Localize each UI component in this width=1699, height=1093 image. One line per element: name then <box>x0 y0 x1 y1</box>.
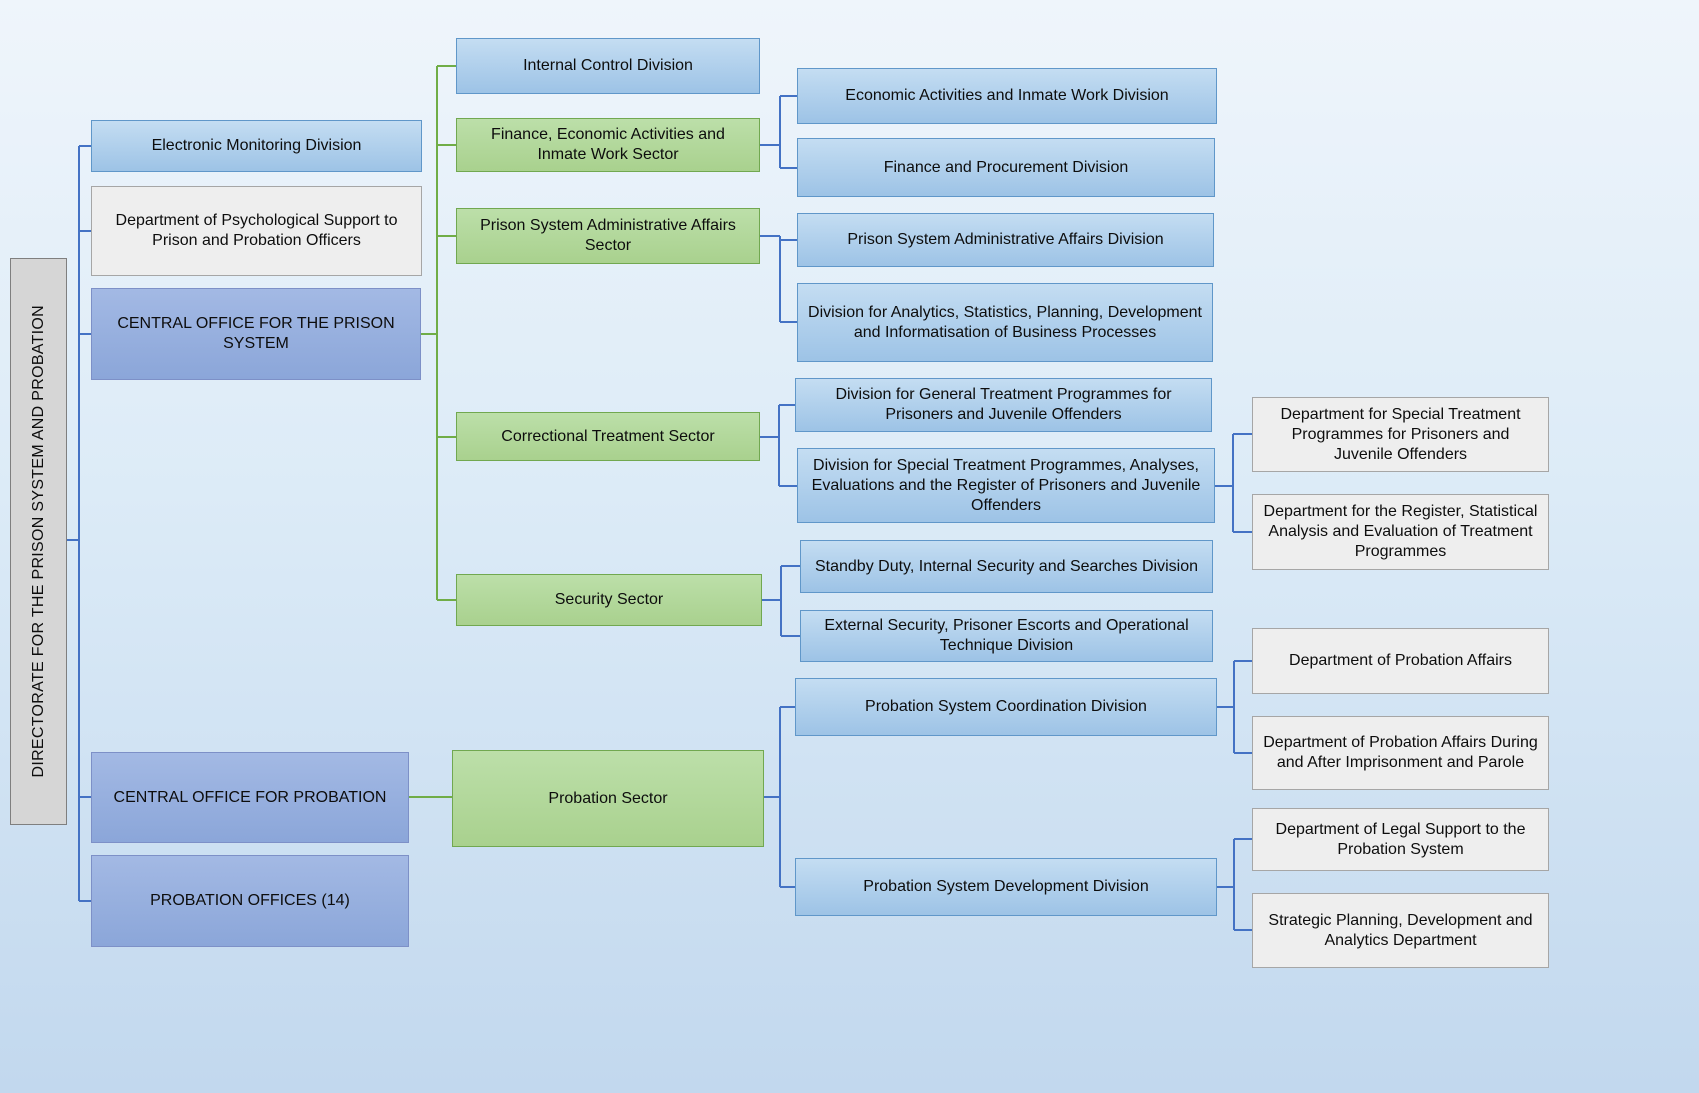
node-finance-procurement-division: Finance and Procurement Division <box>797 138 1215 197</box>
connector-prison-office-sectors <box>421 65 456 601</box>
node-label: Finance, Economic Activities and Inmate … <box>491 126 725 163</box>
node-label: Internal Control Division <box>523 57 693 74</box>
node-label: CENTRAL OFFICE FOR THE PRISON SYSTEM <box>117 315 395 352</box>
node-label: Prison System Administrative Affairs Sec… <box>480 217 736 254</box>
connector-coordination-division-departments <box>1217 660 1252 754</box>
connector-finance-sector-divisions <box>760 95 797 169</box>
node-dept-register-statistical-analysis: Department for the Register, Statistical… <box>1252 494 1549 570</box>
node-label: Department for the Register, Statistical… <box>1263 503 1538 560</box>
node-label: Division for Analytics, Statistics, Plan… <box>808 303 1202 341</box>
node-economic-activities-inmate-work-division: Economic Activities and Inmate Work Divi… <box>797 68 1217 124</box>
node-directorate-prison-system-probation: DIRECTORATE FOR THE PRISON SYSTEM AND PR… <box>10 258 67 825</box>
node-label: Strategic Planning, Development and Anal… <box>1268 911 1533 949</box>
node-label: DIRECTORATE FOR THE PRISON SYSTEM AND PR… <box>29 305 47 778</box>
connector-development-division-departments <box>1217 838 1252 931</box>
node-label: Standby Duty, Internal Security and Sear… <box>814 557 1198 575</box>
node-standby-duty-internal-security-division: Standby Duty, Internal Security and Sear… <box>800 540 1213 593</box>
node-dept-probation-affairs: Department of Probation Affairs <box>1252 628 1549 694</box>
node-correctional-treatment-sector: Correctional Treatment Sector <box>456 412 760 461</box>
node-probation-system-coordination-division: Probation System Coordination Division <box>795 678 1217 736</box>
node-probation-offices: PROBATION OFFICES (14) <box>91 855 409 947</box>
node-analytics-statistics-planning-division: Division for Analytics, Statistics, Plan… <box>797 283 1213 362</box>
node-prison-admin-affairs-division: Prison System Administrative Affairs Div… <box>797 213 1214 267</box>
node-internal-control-division: Internal Control Division <box>456 38 760 94</box>
node-label: Probation System Development Division <box>863 878 1149 895</box>
node-label: Prison System Administrative Affairs Div… <box>847 231 1164 248</box>
node-finance-economic-inmate-work-sector: Finance, Economic Activities and Inmate … <box>456 118 760 172</box>
node-label: Correctional Treatment Sector <box>501 427 715 445</box>
node-security-sector: Security Sector <box>456 574 762 626</box>
node-label: Probation Sector <box>548 789 668 807</box>
connector-special-treatment-departments <box>1215 433 1252 533</box>
node-label: Department of Probation Affairs During a… <box>1263 734 1538 771</box>
connector-directorate-branches <box>67 145 91 902</box>
node-dept-legal-support-probation: Department of Legal Support to the Proba… <box>1252 808 1549 871</box>
node-electronic-monitoring-division: Electronic Monitoring Division <box>91 120 422 172</box>
node-label: Probation System Coordination Division <box>865 698 1147 715</box>
node-label: Department of Legal Support to the Proba… <box>1275 820 1526 858</box>
node-label: Division for Special Treatment Programme… <box>811 456 1201 514</box>
connector-correctional-sector-divisions <box>760 404 797 487</box>
node-label: Security Sector <box>554 591 664 608</box>
node-label: CENTRAL OFFICE FOR PROBATION <box>113 788 387 806</box>
node-prison-admin-affairs-sector: Prison System Administrative Affairs Sec… <box>456 208 760 264</box>
node-label: Department for Special Treatment Program… <box>1280 405 1521 463</box>
node-label: Department of Psychological Support to P… <box>115 212 398 249</box>
node-external-security-escorts-division: External Security, Prisoner Escorts and … <box>800 610 1213 662</box>
node-label: Electronic Monitoring Division <box>151 137 362 154</box>
node-general-treatment-programmes-division: Division for General Treatment Programme… <box>795 378 1212 432</box>
connector-security-sector-divisions <box>762 565 800 637</box>
connector-admin-sector-divisions <box>760 235 797 323</box>
node-probation-system-development-division: Probation System Development Division <box>795 858 1217 916</box>
node-label: Division for General Treatment Programme… <box>835 386 1172 423</box>
node-label: PROBATION OFFICES (14) <box>150 892 350 909</box>
node-psychological-support-department: Department of Psychological Support to P… <box>91 186 422 276</box>
node-label: External Security, Prisoner Escorts and … <box>824 617 1189 654</box>
node-special-treatment-programmes-division: Division for Special Treatment Programme… <box>797 448 1215 523</box>
node-central-office-prison-system: CENTRAL OFFICE FOR THE PRISON SYSTEM <box>91 288 421 380</box>
node-label: Department of Probation Affairs <box>1289 652 1512 669</box>
node-label: Economic Activities and Inmate Work Divi… <box>845 87 1169 104</box>
node-dept-special-treatment-programmes: Department for Special Treatment Program… <box>1252 397 1549 472</box>
node-label: Finance and Procurement Division <box>883 158 1129 176</box>
connector-probation-sector-divisions <box>764 706 795 888</box>
node-strategic-planning-analytics-dept: Strategic Planning, Development and Anal… <box>1252 893 1549 968</box>
node-probation-sector: Probation Sector <box>452 750 764 847</box>
node-central-office-probation: CENTRAL OFFICE FOR PROBATION <box>91 752 409 843</box>
node-dept-probation-affairs-during-after: Department of Probation Affairs During a… <box>1252 716 1549 790</box>
